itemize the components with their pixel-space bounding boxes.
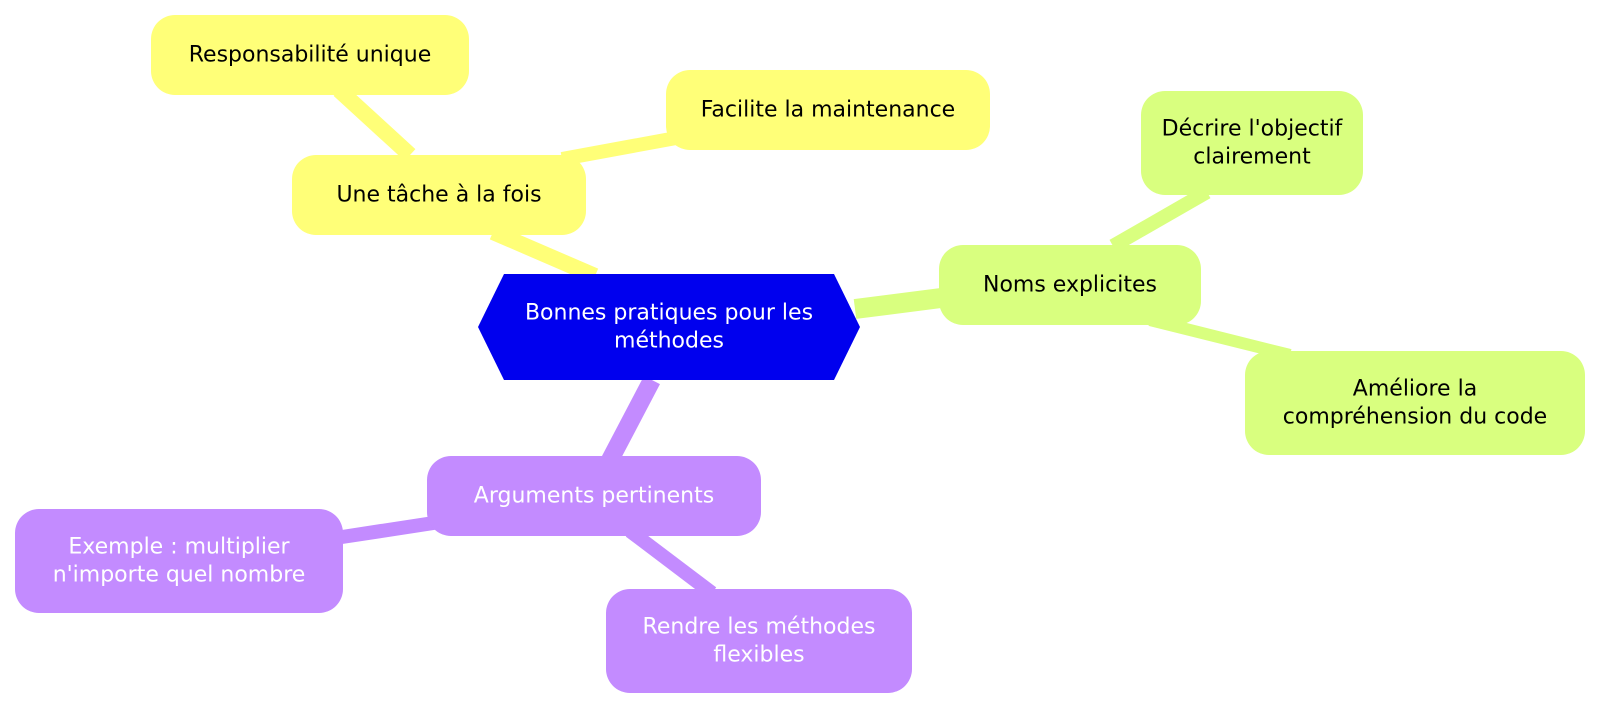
node-box (666, 70, 990, 150)
node-box (939, 245, 1201, 325)
edge-tache-maintenance (560, 129, 689, 166)
node-label: compréhension du code (1283, 405, 1547, 430)
node-responsabilite[interactable]: Responsabilité unique (151, 15, 469, 95)
node-label: Responsabilité unique (189, 43, 432, 68)
node-label: Rendre les méthodes (643, 615, 876, 640)
node-label: Une tâche à la fois (336, 183, 541, 208)
node-maintenance[interactable]: Facilite la maintenance (666, 70, 990, 150)
edge-noms-comprehension (1148, 314, 1292, 361)
root-hexagon (478, 274, 860, 380)
edge-tache-responsabilite (333, 84, 416, 161)
node-tache[interactable]: Une tâche à la fois (292, 155, 586, 235)
node-label: Facilite la maintenance (701, 98, 955, 123)
node-label: Arguments pertinents (474, 484, 714, 509)
node-box (606, 589, 912, 693)
node-noms[interactable]: Noms explicites (939, 245, 1201, 325)
node-label: Améliore la (1353, 377, 1477, 402)
node-flexibles[interactable]: Rendre les méthodes flexibles (606, 589, 912, 693)
node-arguments[interactable]: Arguments pertinents (427, 456, 761, 536)
node-label: Décrire l'objectif (1162, 117, 1344, 142)
node-label: n'importe quel nombre (53, 563, 306, 588)
node-label: Exemple : multiplier (68, 535, 290, 560)
node-box (427, 456, 761, 536)
node-box (1141, 91, 1363, 195)
node-label: flexibles (713, 643, 804, 668)
edge-arguments-flexibles (625, 525, 717, 599)
node-comprehension[interactable]: Améliore la compréhension du code (1245, 351, 1585, 455)
node-label: Bonnes pratiques pour les (525, 301, 813, 326)
node-label: clairement (1193, 145, 1311, 170)
edge-root-arguments (602, 375, 660, 465)
node-box (292, 155, 586, 235)
edge-arguments-exemple (340, 515, 442, 544)
node-box (151, 15, 469, 95)
mindmap-edges (333, 84, 1292, 599)
node-objectif[interactable]: Décrire l'objectif clairement (1141, 91, 1363, 195)
node-label: méthodes (614, 329, 724, 354)
mindmap-nodes: Bonnes pratiques pour les méthodes Une tâc… (15, 15, 1585, 693)
node-box (15, 509, 343, 613)
edge-root-tache (489, 224, 599, 284)
node-exemple[interactable]: Exemple : multiplier n'importe quel nombr… (15, 509, 343, 613)
node-label: Noms explicites (983, 273, 1157, 298)
edge-noms-objectif (1109, 185, 1211, 253)
node-box (1245, 351, 1585, 455)
edge-root-noms (853, 288, 943, 319)
node-root[interactable]: Bonnes pratiques pour les méthodes (478, 274, 860, 380)
